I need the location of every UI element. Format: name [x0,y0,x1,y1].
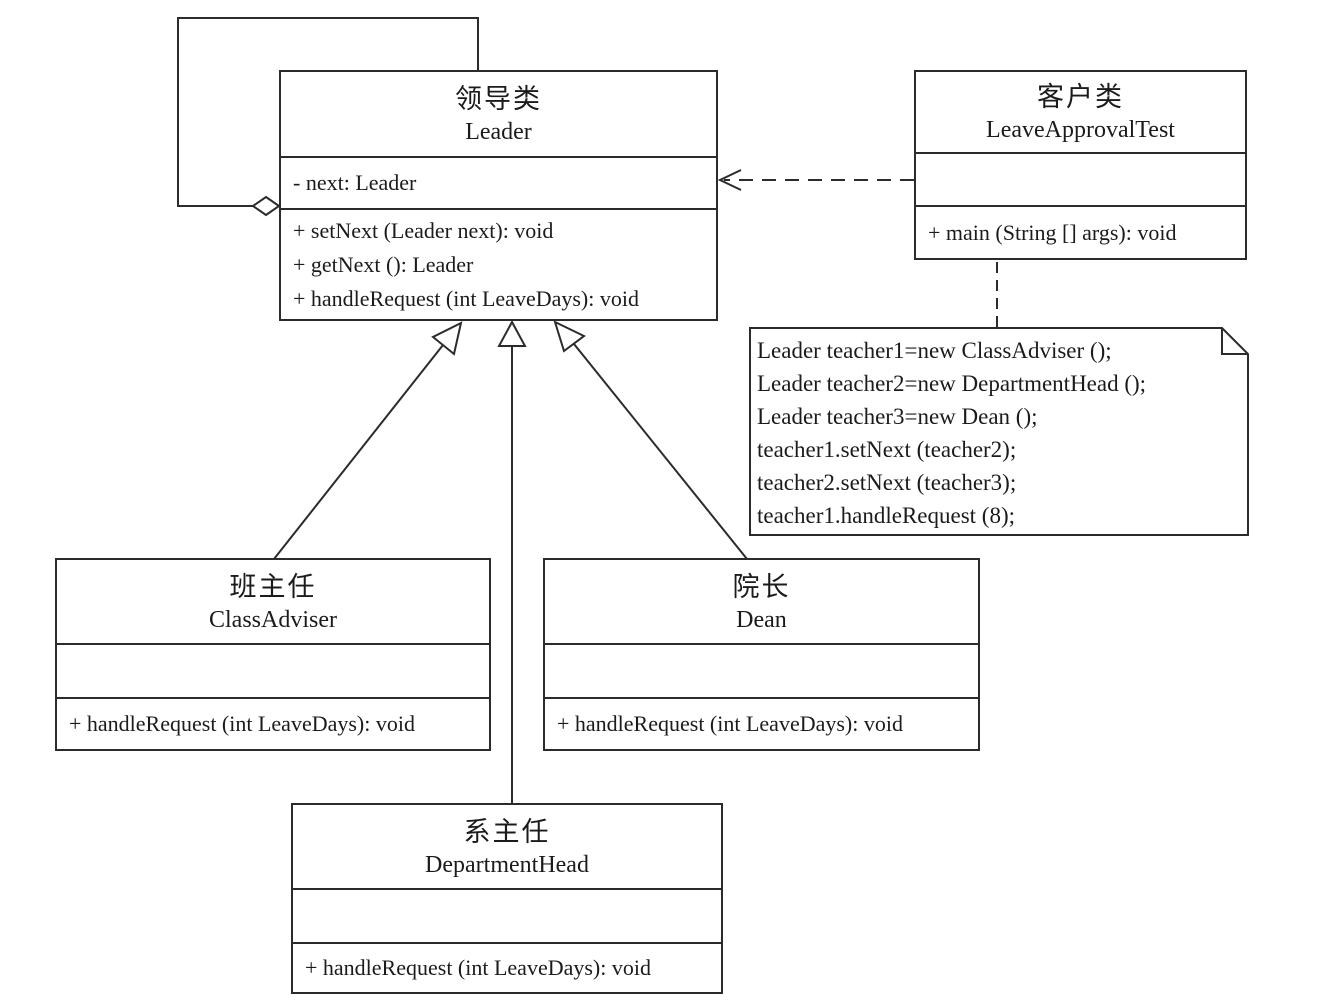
class-name-cn: 系主任 [463,816,551,847]
method-handlerequest: + handleRequest (int LeaveDays): void [305,955,651,980]
class-name-en: LeaveApprovalTest [986,117,1175,143]
note-line: teacher2.setNext (teacher3); [757,470,1017,495]
class-name-cn: 客户类 [1037,82,1124,112]
attributes-section-empty [916,152,1245,205]
methods-section: + handleRequest (int LeaveDays): void [293,942,721,992]
method-handlerequest: + handleRequest (int LeaveDays): void [69,711,415,736]
dependency-arrow [717,169,914,191]
class-title-classadviser: 班主任 ClassAdviser [57,560,489,643]
class-title-departmenthead: 系主任 DepartmentHead [293,805,721,888]
aggregation-diamond-icon [251,195,281,217]
class-box-client: 客户类 LeaveApprovalTest + main (String [] … [914,70,1247,260]
attributes-section-empty [545,643,978,697]
methods-section: + setNext (Leader next): void + getNext … [281,208,716,319]
class-box-departmenthead: 系主任 DepartmentHead + handleRequest (int … [291,803,723,994]
generalization-arrow-classadviser [273,321,463,560]
class-name-en: Leader [465,119,532,145]
class-title-client: 客户类 LeaveApprovalTest [916,72,1245,152]
class-name-en: ClassAdviser [209,606,337,633]
methods-section: + handleRequest (int LeaveDays): void [57,697,489,749]
class-title-leader: 领导类 Leader [281,72,716,156]
method-setnext: + setNext (Leader next): void [293,217,554,243]
self-aggregation-connector [177,17,479,217]
note-fold-icon [1221,328,1248,355]
attributes-section-empty [57,643,489,697]
open-arrowhead-icon [717,169,742,191]
class-name-en: DepartmentHead [425,851,589,878]
methods-section: + handleRequest (int LeaveDays): void [545,697,978,749]
class-title-dean: 院长 Dean [545,560,978,643]
method-handlerequest: + handleRequest (int LeaveDays): void [293,285,639,311]
class-name-cn: 班主任 [229,571,317,602]
attributes-section-empty [293,888,721,942]
generalization-arrow-dean [553,320,748,560]
code-note: Leader teacher1=new ClassAdviser (); Lea… [757,334,1243,532]
class-box-classadviser: 班主任 ClassAdviser + handleRequest (int Le… [55,558,491,751]
attribute-next: - next: Leader [293,170,417,195]
hollow-triangle-icon [431,321,463,356]
class-name-cn: 院长 [732,571,791,602]
class-box-dean: 院长 Dean + handleRequest (int LeaveDays):… [543,558,980,751]
class-name-en: Dean [736,606,787,633]
generalization-arrow-departmenthead [497,319,527,803]
methods-section: + main (String [] args): void [916,205,1245,258]
hollow-triangle-icon [553,320,586,353]
note-shape [749,327,1249,536]
class-box-leader: 领导类 Leader - next: Leader + setNext (Lea… [279,70,718,321]
attributes-section: - next: Leader [281,156,716,208]
note-line: Leader teacher3=new Dean (); [757,404,1038,429]
method-main: + main (String [] args): void [928,219,1177,245]
method-handlerequest: + handleRequest (int LeaveDays): void [557,711,903,736]
hollow-triangle-icon [497,319,527,347]
note-line: teacher1.handleRequest (8); [757,503,1015,528]
method-getnext: + getNext (): Leader [293,251,474,277]
note-line: Leader teacher1=new ClassAdviser (); [757,338,1112,363]
note-line: Leader teacher2=new DepartmentHead (); [757,371,1147,396]
class-name-cn: 领导类 [455,84,542,114]
note-line: teacher1.setNext (teacher2); [757,437,1017,462]
